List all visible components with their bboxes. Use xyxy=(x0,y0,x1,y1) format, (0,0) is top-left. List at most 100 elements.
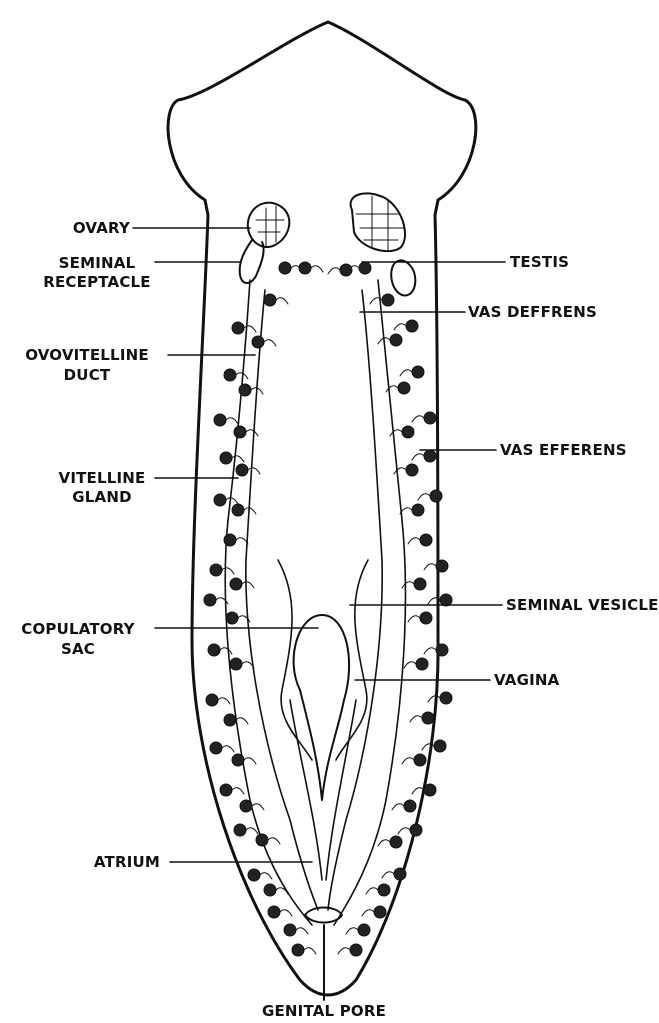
follicle-dot xyxy=(382,294,394,306)
label-seminal-vesicle: SEMINAL VESICLE xyxy=(506,596,659,614)
follicle-dot xyxy=(214,414,226,426)
follicle-stalk xyxy=(386,386,398,392)
follicle-dot xyxy=(424,784,436,796)
follicle-dot xyxy=(406,320,418,332)
follicle-dot xyxy=(394,868,406,880)
ovary-left xyxy=(248,203,289,247)
follicle-dot xyxy=(239,384,251,396)
label-vitelline-gland-line2: GLAND xyxy=(72,488,131,506)
follicle-stalk xyxy=(378,840,390,846)
follicle-dot xyxy=(264,294,276,306)
follicle-dot xyxy=(232,322,244,334)
follicle-stalk xyxy=(276,298,288,304)
follicle-dot xyxy=(224,714,236,726)
follicle-dot xyxy=(256,834,268,846)
follicle-dot xyxy=(232,504,244,516)
follicle-stalk xyxy=(394,468,406,474)
follicle-dot xyxy=(224,369,236,381)
follicle-dot xyxy=(206,694,218,706)
follicle-dot xyxy=(252,336,264,348)
follicle-dot xyxy=(240,800,252,812)
atrium xyxy=(305,908,342,923)
follicle-dot xyxy=(214,494,226,506)
follicle-stalk xyxy=(226,418,238,424)
follicle-dot xyxy=(374,906,386,918)
follicle-dot xyxy=(220,784,232,796)
testis-lobe xyxy=(391,260,415,295)
follicle-stalk xyxy=(338,948,350,954)
follicle-stalk xyxy=(410,716,422,722)
follicle-stalk xyxy=(412,416,424,422)
leader-lines xyxy=(133,228,505,862)
follicle-dot xyxy=(424,450,436,462)
label-vas-deferens: VAS DEFFRENS xyxy=(468,303,597,321)
follicle-stalk xyxy=(424,564,436,570)
follicle-dot xyxy=(292,944,304,956)
follicle-stalk xyxy=(366,888,378,894)
label-atrium: ATRIUM xyxy=(94,853,160,871)
follicle-dot xyxy=(390,836,402,848)
follicle-stalk xyxy=(218,698,230,704)
follicle-stalk xyxy=(268,838,280,844)
follicle-dot xyxy=(414,754,426,766)
follicle-dot xyxy=(224,534,236,546)
follicle-dot xyxy=(414,578,426,590)
follicle-dot xyxy=(434,740,446,752)
follicle-stalk xyxy=(346,928,358,934)
follicle-dot xyxy=(340,264,352,276)
follicle-dot xyxy=(412,366,424,378)
follicle-stalk xyxy=(246,828,258,834)
follicle-dot xyxy=(436,560,448,572)
follicle-dot xyxy=(440,692,452,704)
follicle-dot xyxy=(410,824,422,836)
label-ovovitelline-duct-line1: OVOVITELLINE xyxy=(25,346,149,364)
body-outline xyxy=(168,22,476,995)
follicle-dot xyxy=(208,644,220,656)
follicle-stalk xyxy=(404,662,416,668)
follicle-dot xyxy=(210,564,222,576)
label-copulatory-sac-line1: COPULATORY xyxy=(21,620,135,638)
follicle-stalk xyxy=(408,616,420,622)
follicle-stalk xyxy=(328,268,340,274)
label-seminal-receptacle-line1: SEMINAL xyxy=(59,254,136,272)
follicle-stalk xyxy=(222,746,234,752)
follicle-dot xyxy=(358,924,370,936)
follicle-dot xyxy=(210,742,222,754)
follicle-dot xyxy=(359,262,371,274)
follicle-dot xyxy=(404,800,416,812)
follicle-stalk xyxy=(244,508,256,514)
follicle-dot xyxy=(402,426,414,438)
follicle-stalk xyxy=(390,430,402,436)
follicle-dot xyxy=(406,464,418,476)
follicle-stalk xyxy=(242,582,254,588)
follicle-stalk xyxy=(428,696,440,702)
follicle-stalk xyxy=(226,498,238,504)
follicle-stalk xyxy=(304,948,316,954)
follicle-stalk xyxy=(394,324,406,330)
follicle-stalk xyxy=(244,758,256,764)
copulatory-sac xyxy=(294,615,349,800)
follicle-dot xyxy=(234,824,246,836)
follicle-stalk xyxy=(280,910,292,916)
follicle-dot xyxy=(390,334,402,346)
follicle-stalk xyxy=(402,758,414,764)
follicle-stalk xyxy=(418,494,430,500)
follicle-dot xyxy=(430,490,442,502)
follicle-stalk xyxy=(382,872,394,878)
follicle-stalk xyxy=(236,718,248,724)
follicle-dot xyxy=(422,712,434,724)
label-vitelline-gland-line1: VITELLINE xyxy=(59,469,146,487)
follicle-stalk xyxy=(408,538,420,544)
ovary-right xyxy=(351,193,405,251)
follicle-dot xyxy=(226,612,238,624)
follicle-stalk xyxy=(248,468,260,474)
seminal-vesicle xyxy=(278,560,368,760)
follicle-dot xyxy=(398,382,410,394)
follicle-dot xyxy=(436,644,448,656)
follicle-dot xyxy=(299,262,311,274)
follicle-dot xyxy=(412,504,424,516)
label-vagina: VAGINA xyxy=(494,671,560,689)
follicle-stalk xyxy=(392,804,404,810)
